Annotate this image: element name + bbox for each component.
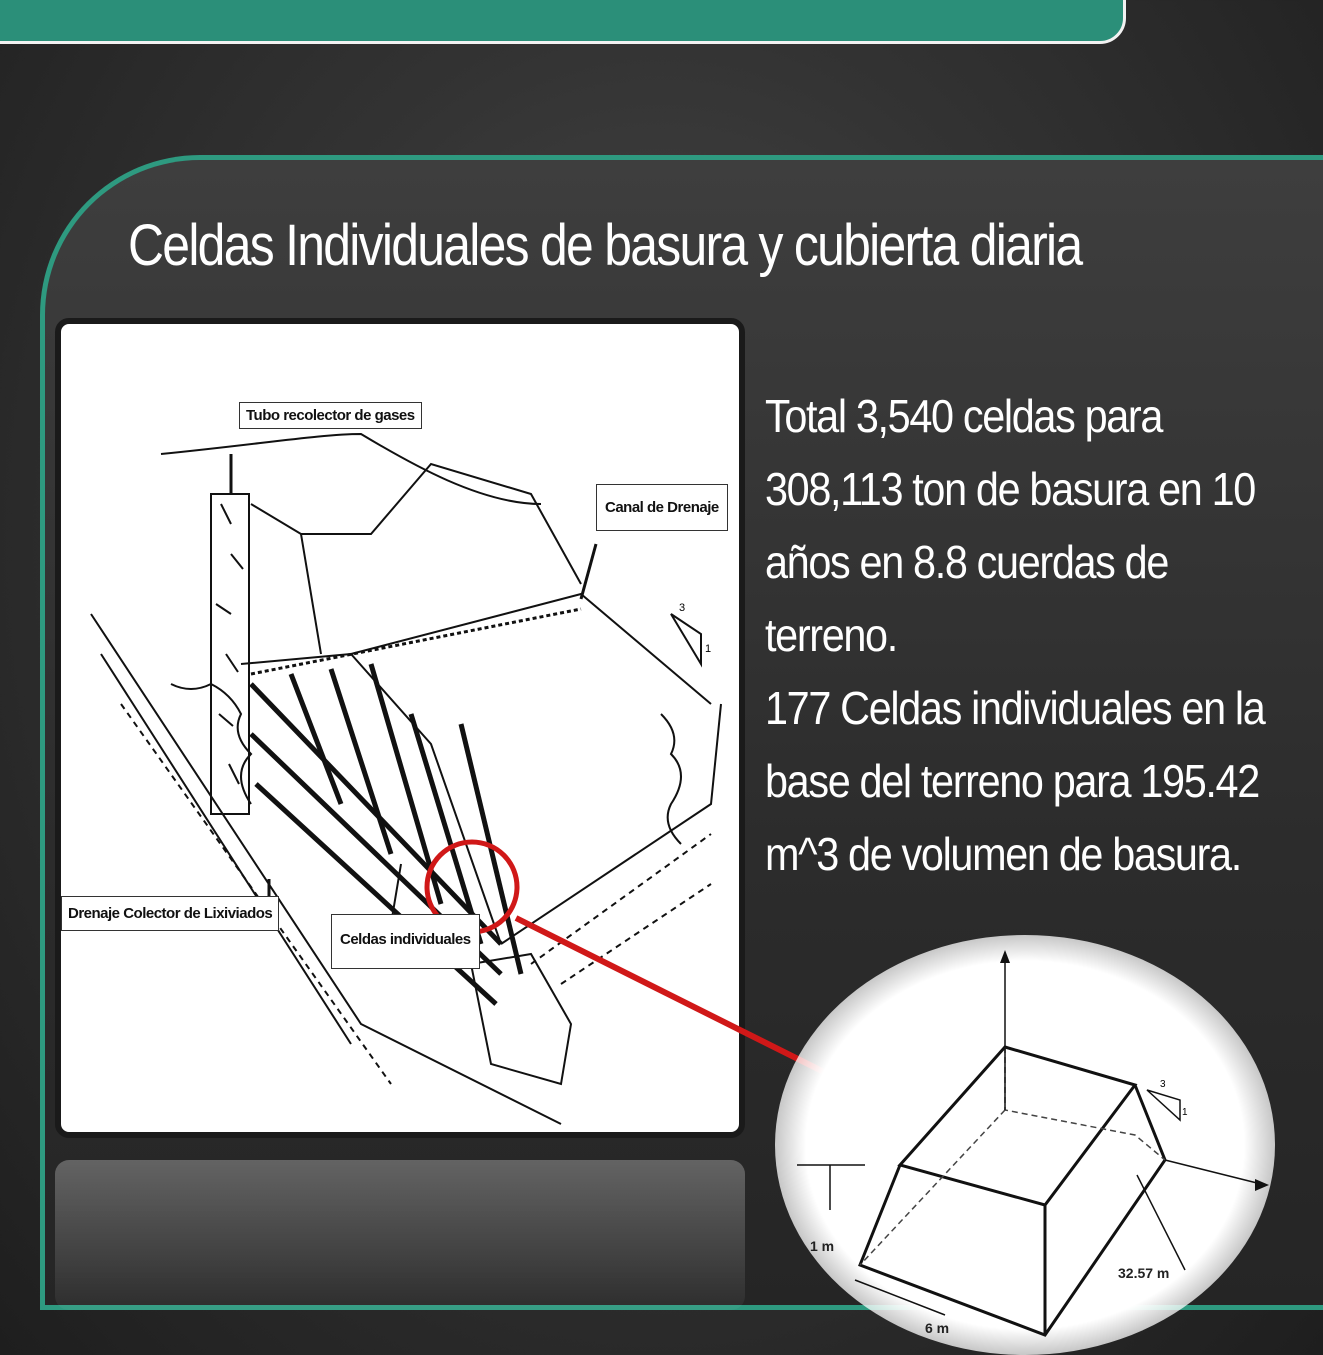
- slope-side-text: 1: [705, 643, 711, 655]
- text-block-1: Total 3,540 celdas para 308,113 ton de b…: [765, 380, 1305, 672]
- label-leachate-drain: Drenaje Colector de Lixiviados: [61, 896, 280, 931]
- slide-title: Celdas Individuales de basura y cubierta…: [128, 213, 1083, 278]
- paragraph-total: Total 3,540 celdas para 308,113 ton de b…: [765, 390, 1256, 661]
- ground-line: [90, 613, 562, 1125]
- detail-slope-triangle: [1146, 1089, 1181, 1122]
- ground-line: [120, 703, 392, 1085]
- label-gas-pipe: Tubo recolector de gases: [239, 402, 422, 429]
- label-cells: Celdas individuales: [331, 914, 480, 969]
- dim-width: 6 m: [925, 1320, 950, 1336]
- height-marker: [797, 1164, 865, 1210]
- diagram-reflection: [55, 1160, 745, 1310]
- dim-height: 1 m: [810, 1238, 835, 1254]
- detail-slope-side: 1: [1182, 1107, 1188, 1118]
- cell-detail-oval: [775, 935, 1275, 1355]
- landfill-illustration: 3 1: [90, 432, 722, 1125]
- text-block-2: 177 Celdas individuales en la base del t…: [765, 672, 1305, 891]
- dim-length: 32.57 m: [1118, 1265, 1170, 1281]
- axis-horizontal: [1164, 1159, 1266, 1186]
- paragraph-base: 177 Celdas individuales en la base del t…: [765, 682, 1266, 880]
- mound-outline: [160, 432, 542, 505]
- slope-triangle: [670, 613, 702, 668]
- cell-top-face: [897, 1045, 1138, 1207]
- label-drain-channel: Canal de Drenaje: [596, 484, 728, 531]
- top-banner: [0, 0, 1126, 44]
- detail-slope-top: 3: [1160, 1079, 1166, 1090]
- ground-line: [100, 653, 352, 1045]
- slope-top-text: 3: [679, 602, 685, 614]
- landfill-diagram: 3 1 Tubo recolector de gases Canal de Dr…: [55, 318, 745, 1138]
- cell-detail-drawing: 3 1: [797, 950, 1269, 1337]
